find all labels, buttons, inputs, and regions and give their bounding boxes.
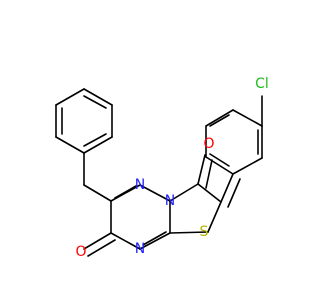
nitrogen-left-label: N — [135, 177, 145, 193]
nitrogen-right-label: N — [165, 193, 175, 209]
oxygen-top-label: O — [203, 136, 214, 152]
sulfur-label: S — [200, 224, 209, 240]
structure-diagram: O O Cl N N N S — [55, 76, 269, 260]
chlorine-label: Cl — [255, 76, 269, 92]
atom-labels: O O Cl N N N S — [75, 76, 268, 260]
nitrogen-bottom-label: N — [135, 241, 145, 257]
oxygen-bottom-label: O — [75, 244, 86, 260]
bonds — [55, 88, 263, 257]
molecule-canvas: O O Cl N N N S — [55, 76, 269, 260]
